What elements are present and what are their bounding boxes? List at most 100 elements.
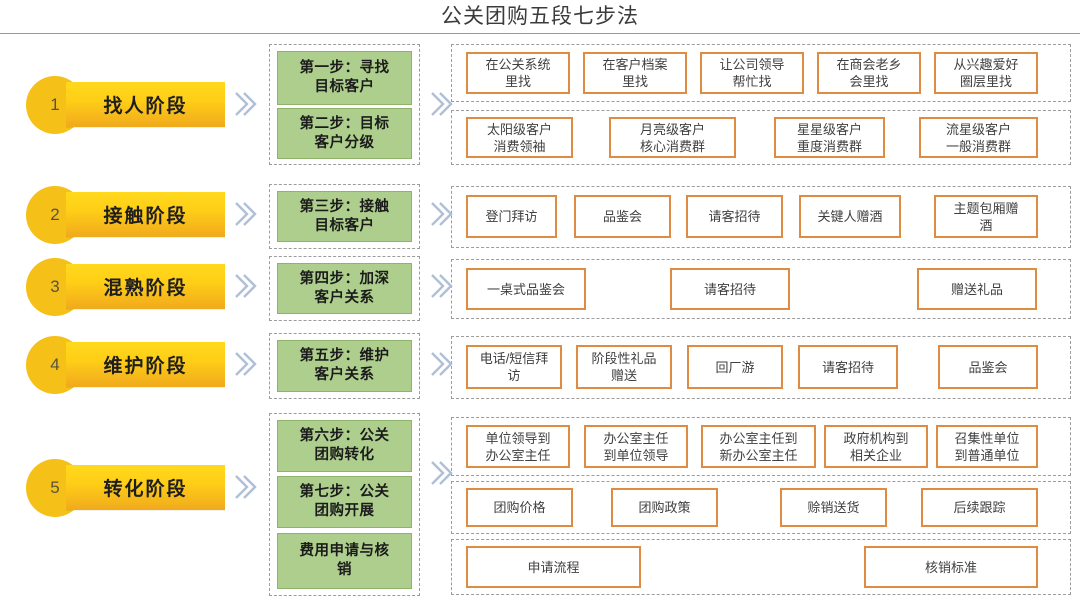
stage-number-label: 2 bbox=[50, 205, 60, 224]
action-card-label: 在商会老乡会里找 bbox=[836, 57, 902, 89]
double-chevron-right-icon-steps-to-cards-1 bbox=[428, 90, 454, 118]
action-card-label: 赊销送货 bbox=[807, 500, 860, 515]
action-card-label: 办公室主任到新办公室主任 bbox=[719, 430, 798, 463]
double-chevron-right-icon-stage-to-steps-1 bbox=[232, 90, 258, 118]
card-group-1-2 bbox=[451, 110, 1071, 165]
stage-bar-5[interactable]: 转化阶段 bbox=[66, 465, 225, 510]
action-card-label: 星星级客户重度消费群 bbox=[796, 121, 862, 154]
action-card[interactable]: 单位领导到办公室主任 bbox=[466, 425, 570, 468]
action-card-label: 电话/短信拜访 bbox=[479, 351, 549, 383]
action-card[interactable]: 主题包厢赠酒 bbox=[934, 195, 1038, 238]
action-card[interactable]: 赊销送货 bbox=[780, 488, 887, 527]
action-card[interactable]: 流星级客户一般消费群 bbox=[919, 117, 1038, 158]
stage-bar-1[interactable]: 找人阶段 bbox=[66, 82, 225, 127]
double-chevron-right-icon-stage-to-steps-4 bbox=[232, 350, 258, 378]
action-card-label: 在公关系统里找 bbox=[485, 57, 551, 89]
action-card[interactable]: 电话/短信拜访 bbox=[466, 345, 562, 389]
action-card-label: 流星级客户一般消费群 bbox=[945, 121, 1011, 154]
action-card[interactable]: 请客招待 bbox=[686, 195, 783, 238]
action-card[interactable]: 办公室主任到新办公室主任 bbox=[701, 425, 816, 468]
step-box[interactable]: 第六步：公关团购转化 bbox=[277, 420, 412, 472]
action-card[interactable]: 召集性单位到普通单位 bbox=[936, 425, 1038, 468]
card-group-5-3 bbox=[451, 539, 1071, 595]
action-card[interactable]: 从兴趣爱好圈层里找 bbox=[934, 52, 1038, 94]
action-card[interactable]: 登门拜访 bbox=[466, 195, 557, 238]
action-card[interactable]: 请客招待 bbox=[798, 345, 898, 389]
stage-number-label: 1 bbox=[50, 95, 60, 114]
action-card[interactable]: 核销标准 bbox=[864, 546, 1038, 588]
title-divider bbox=[0, 33, 1080, 34]
stage-bar-label: 维护阶段 bbox=[103, 356, 188, 377]
card-group-5-1 bbox=[451, 417, 1071, 476]
step-box[interactable]: 第五步：维护客户关系 bbox=[277, 340, 412, 392]
action-card-label: 在客户档案里找 bbox=[602, 57, 668, 89]
step-box-label: 第二步：目标客户分级 bbox=[299, 115, 390, 151]
action-card[interactable]: 办公室主任到单位领导 bbox=[584, 425, 688, 468]
action-card-label: 关键人赠酒 bbox=[817, 209, 883, 224]
action-card[interactable]: 申请流程 bbox=[466, 546, 641, 588]
card-group-4-1 bbox=[451, 336, 1071, 399]
action-card-label: 从兴趣爱好圈层里找 bbox=[953, 57, 1019, 89]
action-card[interactable]: 赠送礼品 bbox=[917, 268, 1037, 310]
action-card[interactable]: 太阳级客户消费领袖 bbox=[466, 117, 573, 158]
action-card[interactable]: 回厂游 bbox=[687, 345, 783, 389]
double-chevron-right-icon-steps-to-cards-5 bbox=[428, 459, 454, 487]
stage-bar-label: 接触阶段 bbox=[103, 206, 188, 227]
action-card-label: 赠送礼品 bbox=[950, 281, 1003, 297]
step-box[interactable]: 第三步：接触目标客户 bbox=[277, 191, 412, 242]
stage-number-label: 3 bbox=[50, 277, 60, 296]
card-group-3-1 bbox=[451, 259, 1071, 319]
action-card-label: 品鉴会 bbox=[602, 209, 642, 224]
step-box-label: 第七步：公关团购开展 bbox=[299, 484, 390, 519]
step-box[interactable]: 第二步：目标客户分级 bbox=[277, 108, 412, 159]
action-card-label: 品鉴会 bbox=[968, 359, 1008, 375]
card-group-2-1 bbox=[451, 186, 1071, 248]
action-card[interactable]: 请客招待 bbox=[670, 268, 790, 310]
action-card[interactable]: 在公关系统里找 bbox=[466, 52, 570, 94]
action-card[interactable]: 后续跟踪 bbox=[921, 488, 1038, 527]
action-card-label: 请客招待 bbox=[708, 209, 761, 224]
action-card-label: 太阳级客户消费领袖 bbox=[486, 121, 552, 154]
step-box[interactable]: 第四步：加深客户关系 bbox=[277, 263, 412, 314]
step-group-2 bbox=[269, 184, 420, 249]
action-card[interactable]: 政府机构到相关企业 bbox=[824, 425, 928, 468]
action-card-label: 一桌式品鉴会 bbox=[486, 281, 565, 297]
double-chevron-right-icon-steps-to-cards-3 bbox=[428, 272, 454, 300]
double-chevron-right-icon-steps-to-cards-2 bbox=[428, 200, 454, 228]
action-card[interactable]: 团购价格 bbox=[466, 488, 573, 527]
action-card-label: 主题包厢赠酒 bbox=[953, 200, 1019, 233]
step-box[interactable]: 费用申请与核销 bbox=[277, 533, 412, 589]
double-chevron-right-icon-steps-to-cards-4 bbox=[428, 350, 454, 378]
action-card[interactable]: 月亮级客户核心消费群 bbox=[609, 117, 736, 158]
action-card[interactable]: 让公司领导帮忙找 bbox=[700, 52, 804, 94]
action-card[interactable]: 品鉴会 bbox=[574, 195, 671, 238]
action-card-label: 回厂游 bbox=[715, 359, 755, 375]
action-card-label: 请客招待 bbox=[703, 281, 756, 297]
action-card[interactable]: 团购政策 bbox=[611, 488, 718, 527]
action-card[interactable]: 阶段性礼品赠送 bbox=[576, 345, 672, 389]
action-card-label: 团购政策 bbox=[638, 500, 691, 515]
step-box-label: 第一步：寻找目标客户 bbox=[299, 60, 390, 95]
action-card[interactable]: 关键人赠酒 bbox=[799, 195, 901, 238]
action-card-label: 团购价格 bbox=[493, 500, 546, 515]
stage-bar-label: 混熟阶段 bbox=[103, 278, 188, 299]
action-card-label: 请客招待 bbox=[821, 359, 874, 375]
action-card-label: 月亮级客户核心消费群 bbox=[639, 121, 705, 154]
page-title: 公关团购五段七步法 bbox=[441, 5, 639, 28]
action-card[interactable]: 星星级客户重度消费群 bbox=[774, 117, 885, 158]
action-card[interactable]: 品鉴会 bbox=[938, 345, 1038, 389]
action-card-label: 阶段性礼品赠送 bbox=[591, 351, 657, 383]
double-chevron-right-icon-stage-to-steps-5 bbox=[232, 473, 258, 501]
action-card[interactable]: 一桌式品鉴会 bbox=[466, 268, 586, 310]
action-card[interactable]: 在商会老乡会里找 bbox=[817, 52, 921, 94]
action-card-label: 核销标准 bbox=[924, 559, 977, 575]
stage-bar-3[interactable]: 混熟阶段 bbox=[66, 264, 225, 309]
stage-bar-4[interactable]: 维护阶段 bbox=[66, 342, 225, 387]
step-box[interactable]: 第一步：寻找目标客户 bbox=[277, 51, 412, 105]
step-box[interactable]: 第七步：公关团购开展 bbox=[277, 476, 412, 528]
step-box-label: 费用申请与核销 bbox=[299, 543, 390, 578]
step-box-label: 第三步：接触目标客户 bbox=[299, 198, 390, 234]
stage-bar-2[interactable]: 接触阶段 bbox=[66, 192, 225, 237]
action-card[interactable]: 在客户档案里找 bbox=[583, 52, 687, 94]
